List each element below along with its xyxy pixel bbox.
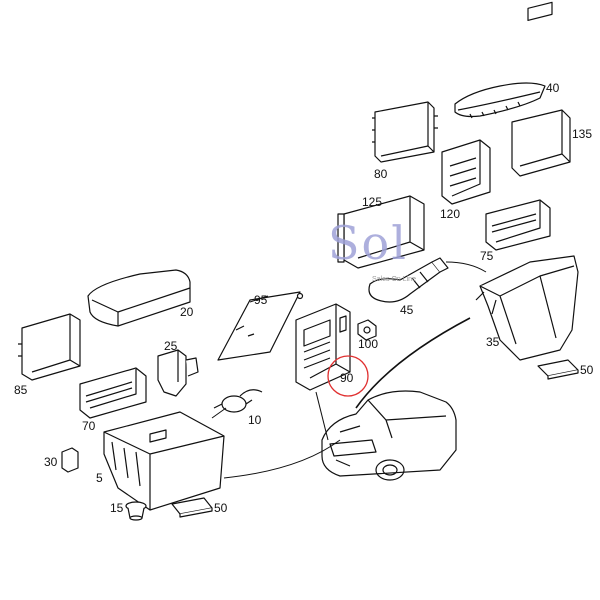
part-125-bracket — [337, 195, 425, 269]
part-70-relay-module — [79, 367, 147, 419]
part-25-connector — [157, 349, 199, 397]
part-5-housing — [103, 411, 225, 511]
highlight-circle — [327, 355, 369, 397]
part-50-pad-bottom — [171, 497, 213, 518]
label-part-10: 10 — [248, 413, 262, 427]
label-part-15: 15 — [110, 501, 124, 515]
part-95-bracket — [217, 291, 304, 361]
part-10-valve — [213, 389, 263, 413]
part-75-relay-module — [485, 199, 551, 251]
label-part-90: 90 — [340, 371, 354, 385]
label-part-50-right: 50 — [580, 363, 594, 377]
label-part-125: 125 — [362, 195, 383, 209]
label-part-100: 100 — [358, 337, 379, 351]
label-part-85: 85 — [14, 383, 28, 397]
part-50-pad — [537, 359, 579, 380]
label-part-35: 35 — [486, 335, 500, 349]
part-135-control-module — [511, 1, 571, 177]
part-90-fuse-relay-box — [295, 303, 351, 391]
part-100-nut — [357, 319, 377, 341]
label-part-30: 30 — [44, 455, 58, 469]
label-part-20: 20 — [180, 305, 194, 319]
watermark-subtitle: Sales On Line — [372, 276, 416, 283]
leader-lines — [211, 261, 487, 479]
label-part-95: 95 — [254, 293, 268, 307]
part-35-housing — [475, 255, 579, 361]
part-15-grommet — [125, 501, 147, 521]
label-part-75: 75 — [480, 249, 494, 263]
part-30-clip — [61, 447, 79, 473]
label-part-5: 5 — [96, 471, 103, 485]
label-part-70: 70 — [82, 419, 96, 433]
watermark-logo: Sol — [328, 216, 408, 270]
label-part-25: 25 — [164, 339, 178, 353]
part-40-cover — [454, 82, 546, 119]
label-part-50-bottom: 50 — [214, 501, 228, 515]
label-part-135: 135 — [572, 127, 593, 141]
part-85-control-unit — [18, 313, 81, 381]
label-part-40: 40 — [546, 81, 560, 95]
part-80-control-unit — [372, 101, 438, 163]
part-120-control-unit — [441, 139, 491, 205]
label-part-120: 120 — [440, 207, 461, 221]
label-part-80: 80 — [374, 167, 388, 181]
label-part-45: 45 — [400, 303, 414, 317]
car-outline — [321, 390, 457, 481]
part-45-duct — [368, 257, 449, 303]
part-20-cover — [87, 269, 191, 327]
